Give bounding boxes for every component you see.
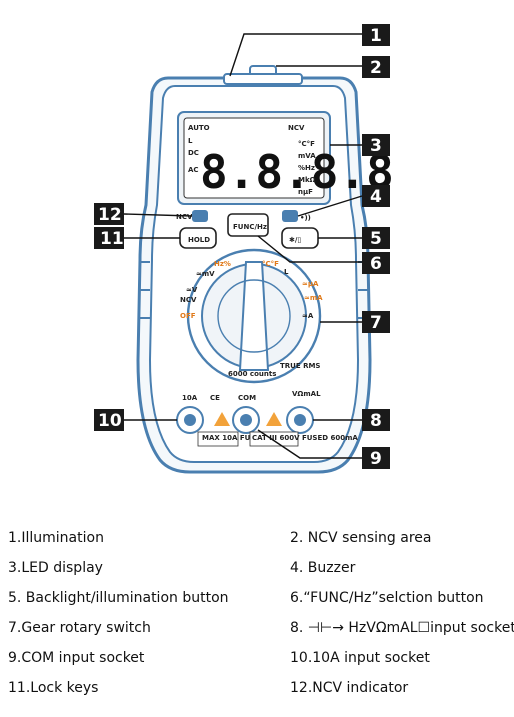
callout-8: 8 [362,409,390,431]
buzzer: •)) [282,210,311,222]
dial-label-mv: ≃mV [196,270,215,278]
callout-5: 5 [362,227,390,249]
callout-12: 12 [94,203,124,225]
legend-item-12: 12.NCV indicator [290,680,409,696]
dial-label-ma: ≃mA [304,294,323,302]
svg-text:5: 5 [370,229,382,249]
lcd-unit-farad: nμF [298,188,313,196]
legend-item-11: 11.Lock keys [8,680,99,696]
legend-item-6: 6.“FUNC/Hz”selction button [290,590,484,606]
svg-text:✱/▯: ✱/▯ [289,236,301,244]
legend-item-2: 2. NCV sensing area [290,530,432,546]
callout-3: 3 [362,134,390,156]
legend-item-9: 9.COM input socket [8,650,145,666]
legend-item-10: 10.10A input socket [290,650,430,666]
svg-text:7: 7 [370,313,382,333]
leader-lines [123,33,363,459]
svg-text:8: 8 [370,411,382,431]
ncv-indicator: NCV [176,210,208,222]
lcd-digits: 8.8.8.8 [200,145,394,199]
counts-label: 6000 counts [228,370,276,378]
dial-label-off: OFF [180,312,196,320]
svg-text:6: 6 [370,254,382,274]
lcd-unit-ohm: MkΩ [298,176,316,184]
warning-icon [214,412,230,426]
svg-text:11: 11 [100,229,124,249]
terminal-vohm-label: VΩmAL [292,390,321,398]
legend-item-8: 8. ⊣⊢→ HzVΩmAL☐input socket [290,620,514,636]
svg-text:FUNC/Hz: FUNC/Hz [233,223,267,231]
callout-4: 4 [362,185,390,207]
terminal-com-socket[interactable] [232,406,260,434]
svg-text:12: 12 [98,205,122,225]
backlight-button[interactable]: ✱/▯ [281,227,319,249]
callout-2: 2 [362,56,390,78]
svg-text:3: 3 [370,136,382,156]
dial-label-l: L [284,268,289,276]
true-rms-label: TRUE RMS [280,362,320,370]
callout-1: 1 [362,24,390,46]
callout-10: 10 [94,409,124,431]
callout-11: 11 [94,227,124,249]
ce-mark: CE [210,394,220,402]
terminal-10a-label: 10A [182,394,198,402]
callout-7: 7 [362,311,390,333]
warning-icon [266,412,282,426]
svg-text:4: 4 [370,187,382,207]
svg-text:2: 2 [370,58,382,78]
callout-9: 9 [362,447,390,469]
fuse-right-label: CAT III 600V FUSED 600mA [252,434,358,442]
terminal-com-label: COM [238,394,256,402]
dial-label-hz: Hz% [214,260,231,268]
terminal-10a-socket[interactable] [176,406,204,434]
dial-label-temp: °C°F [262,260,279,268]
callout-6: 6 [362,252,390,274]
legend-item-5: 5. Backlight/illumination button [8,590,229,606]
svg-text:•)): •)) [300,214,311,222]
svg-text:HOLD: HOLD [188,236,210,244]
dial-label-v: ≃V [186,286,198,294]
lcd-ncv-icon: NCV [288,124,305,132]
terminal-vohm-socket[interactable] [286,406,314,434]
rotary-switch[interactable] [186,248,322,384]
fuse-left-label: MAX 10A FUSED [202,434,266,442]
lcd-top-icons: AUTO [188,124,210,132]
hold-button[interactable]: HOLD [179,227,217,249]
svg-text:10: 10 [98,411,122,431]
lcd-indicator-dc: DC [188,149,199,157]
dial-label-ua: ≃μA [302,280,319,288]
svg-text:9: 9 [370,449,382,469]
lcd-unit-temp: °C°F [298,140,315,148]
svg-text:1: 1 [370,26,382,46]
lcd-display: AUTO NCV L DC AC 8.8.8.8 °C°F mVA %Hz Mk… [177,111,394,205]
svg-text:NCV: NCV [176,213,193,221]
dial-label-a: ≃A [302,312,314,320]
legend-list: 1.Illumination 2. NCV sensing area 3.LED… [0,520,514,710]
lcd-indicator-ac: AC [188,166,199,174]
lcd-unit-mva: mVA [298,152,316,160]
lcd-indicator-l: L [188,137,193,145]
legend-item-4: 4. Buzzer [290,560,356,576]
func-hz-button[interactable]: FUNC/Hz [227,213,269,237]
lcd-unit-hz: %Hz [298,164,315,172]
legend-item-1: 1.Illumination [8,530,104,546]
legend-item-3: 3.LED display [8,560,103,576]
dial-label-ncv: NCV [180,296,197,304]
multimeter-diagram: AUTO NCV L DC AC 8.8.8.8 °C°F mVA %Hz Mk… [94,24,394,474]
legend-item-7: 7.Gear rotary switch [8,620,151,636]
